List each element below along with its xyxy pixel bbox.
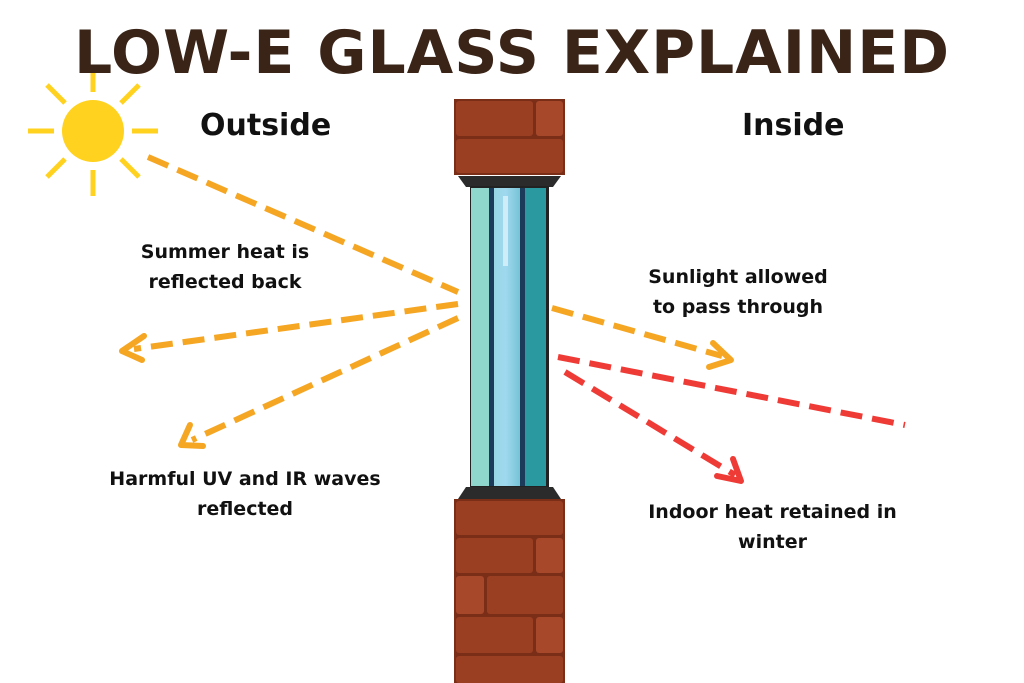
- indoor-heat-caption: Indoor heat retained in winter: [640, 497, 905, 557]
- indoor-heat-caption-line2: winter: [738, 531, 807, 553]
- diagram-title: LOW-E GLASS EXPLAINED: [73, 18, 951, 88]
- uv-ir-caption: Harmful UV and IR waves reflected: [95, 464, 395, 524]
- uv-ir-caption-line1: Harmful UV and IR waves: [109, 468, 381, 490]
- arrowheads-orange: [119, 333, 734, 449]
- indoor-heat-ray: [557, 354, 906, 428]
- brick-wall-top: [454, 99, 565, 175]
- summer-heat-reflected-arrow: [133, 301, 459, 352]
- summer-heat-caption-line2: reflected back: [148, 271, 302, 293]
- uv-ir-caption-line2: reflected: [196, 498, 294, 520]
- brick-wall-bottom: [454, 499, 565, 683]
- uv-ir-reflected-arrow: [190, 315, 460, 443]
- retained-heat-rays: [557, 354, 906, 478]
- arrowhead-red: [714, 456, 744, 484]
- sunlight-pass-arrow: [551, 305, 723, 359]
- sunlight-caption-line2: to pass through: [652, 296, 824, 318]
- indoor-heat-retained-arrow: [563, 369, 737, 478]
- outside-label: Outside: [200, 108, 332, 143]
- sunlight-caption: Sunlight allowed to pass through: [618, 262, 858, 322]
- inside-label: Inside: [742, 108, 845, 143]
- double-glazed-window: [458, 176, 561, 499]
- summer-heat-caption-line1: Summer heat is: [140, 241, 310, 263]
- sun-icon: [28, 66, 158, 196]
- indoor-heat-caption-line1: Indoor heat retained in: [648, 501, 897, 523]
- reflected-rays: [133, 154, 723, 443]
- sunlight-caption-line1: Sunlight allowed: [648, 266, 828, 288]
- summer-heat-caption: Summer heat is reflected back: [100, 237, 350, 297]
- incoming-sun-ray: [146, 154, 460, 295]
